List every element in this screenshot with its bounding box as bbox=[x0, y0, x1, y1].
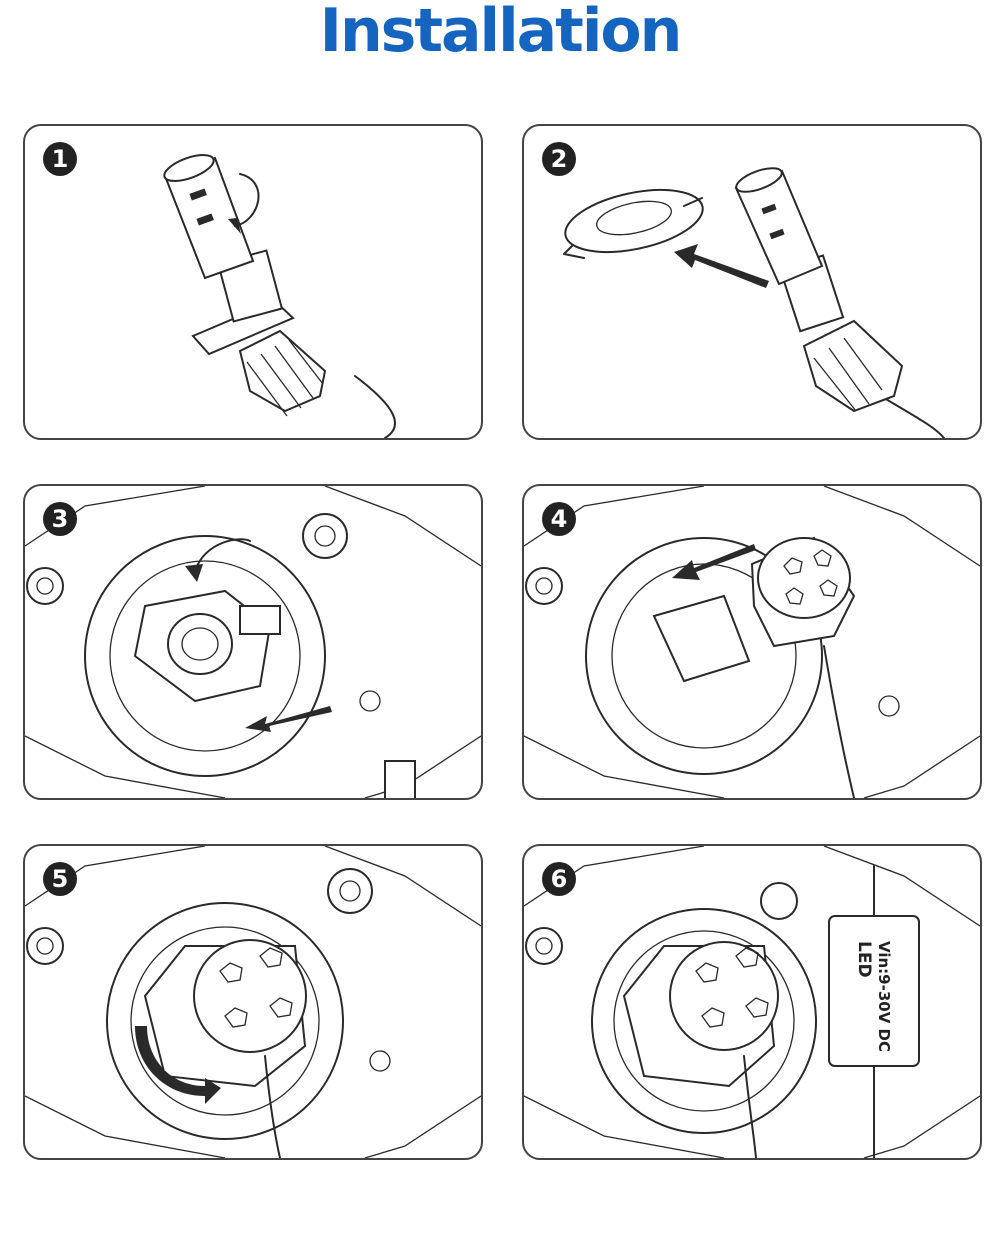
headlight-adapter-insert-illustration bbox=[25, 486, 481, 798]
step-number-badge: 5 bbox=[43, 862, 77, 896]
step-panel-1: 1 bbox=[23, 124, 483, 440]
step-number-badge: 2 bbox=[542, 142, 576, 176]
step-panel-5: 5 bbox=[23, 844, 483, 1160]
controller-label-led: LED bbox=[854, 941, 874, 978]
connect-controller-illustration: LED Vin:9-30V DC bbox=[524, 846, 980, 1158]
step-panel-2: 2 bbox=[522, 124, 982, 440]
step-number-badge: 1 bbox=[43, 142, 77, 176]
insert-bulb-illustration bbox=[524, 486, 980, 798]
remove-adapter-illustration bbox=[563, 167, 945, 438]
step-panel-4: 4 bbox=[522, 484, 982, 800]
step-number-badge: 4 bbox=[542, 502, 576, 536]
step-panel-6: 6 LED Vin:9-30V DC bbox=[522, 844, 982, 1160]
step-number-badge: 3 bbox=[43, 502, 77, 536]
controller-label-voltage: Vin:9-30V DC bbox=[875, 941, 893, 1052]
bulb-with-twist-arrow-illustration bbox=[163, 154, 396, 438]
twist-lock-bulb-illustration bbox=[25, 846, 481, 1158]
step-number-badge: 6 bbox=[542, 862, 576, 896]
page-title: Installation bbox=[319, 0, 683, 66]
step-panel-3: 3 bbox=[23, 484, 483, 800]
